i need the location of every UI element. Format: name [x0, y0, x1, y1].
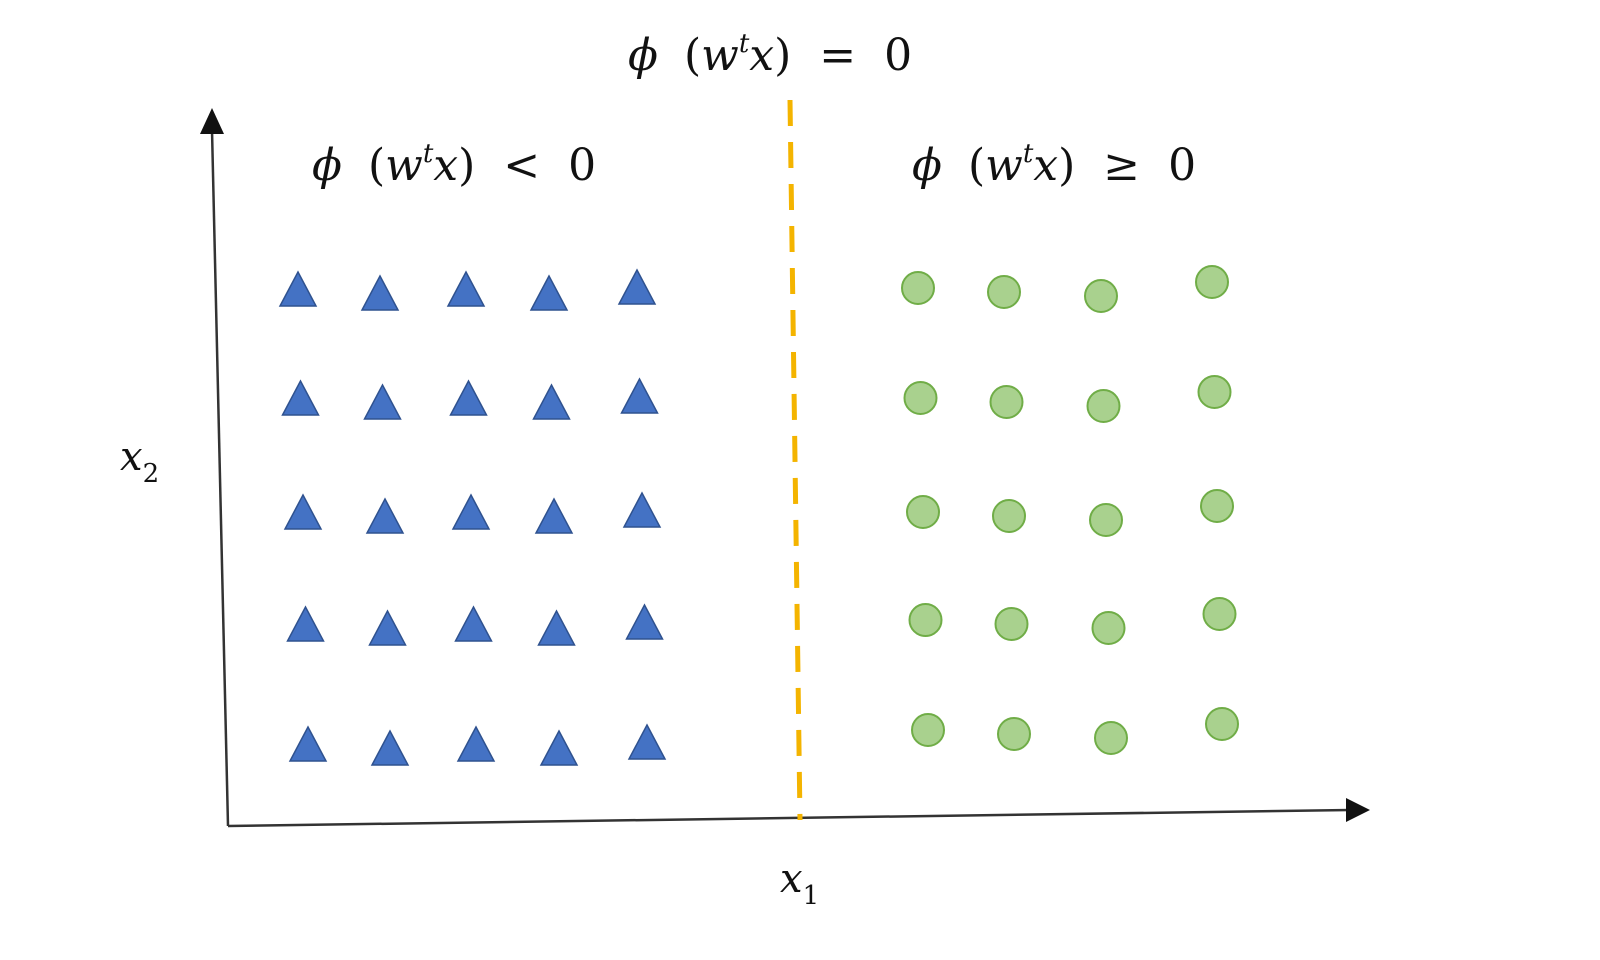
boundary-fn: ϕ: [628, 30, 658, 81]
triangle-icon: [360, 274, 400, 311]
circle-icon: [906, 495, 940, 529]
triangle-icon: [449, 379, 488, 416]
left-lparen: (: [368, 140, 385, 191]
x-axis-label-sub: 1: [803, 881, 820, 911]
right-rel: ≥: [1103, 140, 1140, 191]
triangle-icon: [370, 729, 410, 766]
circle-icon: [911, 713, 945, 747]
boundary-label: ϕ (wtx) = 0: [628, 29, 912, 81]
boundary-lparen: (: [684, 30, 701, 81]
y-axis-label-sub: 2: [143, 459, 160, 489]
triangle-icon: [529, 274, 569, 311]
y-axis-label: x2: [120, 434, 159, 489]
left-t: t: [423, 139, 434, 169]
boundary-t: t: [739, 29, 750, 59]
x-axis-label: x1: [780, 856, 819, 911]
boundary-x: x: [749, 30, 774, 81]
triangle-icon: [625, 603, 664, 640]
left-zero: 0: [568, 140, 596, 191]
triangle-icon: [283, 493, 323, 530]
circle-icon: [1086, 389, 1121, 423]
circle-icon: [1205, 707, 1239, 741]
triangle-icon: [534, 497, 574, 534]
triangle-icon: [286, 605, 325, 642]
triangle-icon: [363, 383, 402, 420]
triangle-icon: [288, 725, 328, 762]
right-zero: 0: [1168, 140, 1196, 191]
boundary-w: w: [701, 30, 739, 81]
triangle-icon: [278, 270, 318, 307]
y-axis-label-base: x: [120, 434, 143, 480]
circle-icon: [987, 275, 1021, 309]
left-fn: ϕ: [312, 140, 342, 191]
x-axis: [227, 808, 1351, 828]
x-axis-arrowhead: [1346, 798, 1370, 822]
left-w: w: [385, 140, 423, 191]
left-rel: <: [503, 140, 540, 191]
circle-icon: [992, 499, 1026, 533]
circle-icon: [901, 271, 935, 305]
boundary-rparen: ): [774, 30, 791, 81]
y-axis: [210, 129, 230, 827]
right-w: w: [985, 140, 1023, 191]
triangle-icon: [620, 377, 659, 414]
triangle-icon: [454, 605, 493, 642]
triangle-icon: [627, 723, 667, 760]
x-axis-label-base: x: [780, 856, 803, 902]
left-region-label: ϕ (wtx) < 0: [312, 139, 596, 191]
boundary-rel: =: [819, 30, 856, 81]
circle-icon: [1202, 597, 1237, 631]
triangle-icon: [281, 379, 320, 416]
boundary-zero: 0: [884, 30, 912, 81]
triangle-icon: [622, 491, 662, 528]
circle-icon: [994, 607, 1029, 641]
circle-icon: [903, 381, 938, 415]
triangle-icon: [451, 493, 491, 530]
circle-icon: [1091, 611, 1126, 645]
circle-icon: [997, 717, 1031, 751]
triangle-icon: [532, 383, 571, 420]
triangle-icon: [617, 268, 657, 305]
triangle-icon: [368, 609, 407, 646]
right-t: t: [1023, 139, 1034, 169]
circle-icon: [1094, 721, 1128, 755]
data-points: [278, 265, 1239, 766]
right-region-label: ϕ (wtx) ≥ 0: [912, 139, 1196, 191]
left-rparen: ): [458, 140, 475, 191]
circle-icon: [1197, 375, 1232, 409]
triangle-icon: [456, 725, 496, 762]
triangle-icon: [446, 270, 486, 307]
triangle-icon: [539, 729, 579, 766]
left-x: x: [433, 140, 458, 191]
right-rparen: ): [1058, 140, 1075, 191]
circle-icon: [1089, 503, 1123, 537]
circle-icon: [1084, 279, 1118, 313]
circle-icon: [1195, 265, 1229, 299]
circle-icon: [989, 385, 1024, 419]
right-fn: ϕ: [912, 140, 942, 191]
right-x: x: [1033, 140, 1058, 191]
right-lparen: (: [968, 140, 985, 191]
circle-icon: [1200, 489, 1234, 523]
decision-boundary: [787, 99, 803, 821]
triangle-icon: [365, 497, 405, 534]
triangle-icon: [537, 609, 576, 646]
circle-icon: [908, 603, 943, 637]
y-axis-arrowhead: [200, 108, 224, 134]
